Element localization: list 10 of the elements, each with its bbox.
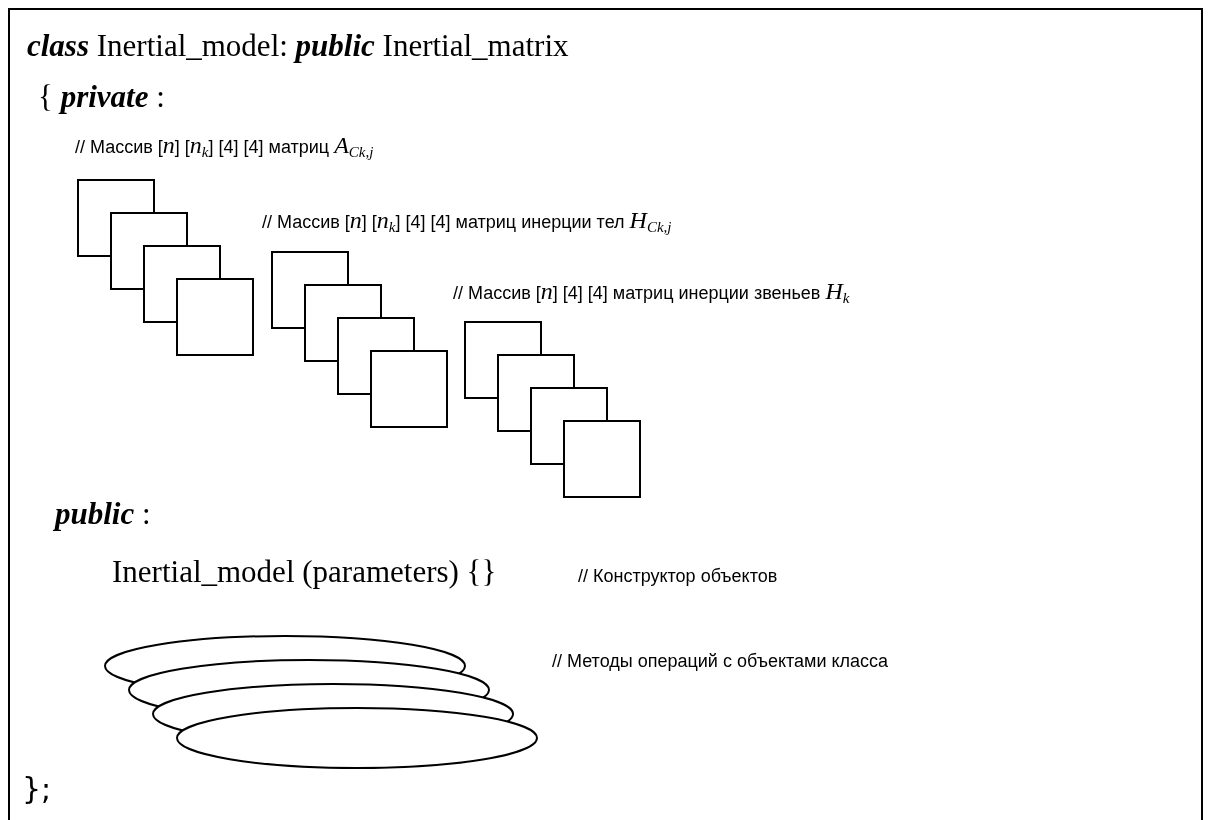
code-comment: // Конструктор объектов bbox=[578, 565, 778, 588]
code-comment: // Массив [n] [n$_{k}$] [4] [4] матриц инерции тел H$_{Ck,j}$ bbox=[262, 206, 672, 235]
code-comment: // Массив [n] [n$_{k}$] [4] [4] матриц A$_{Ck,j}$ bbox=[75, 131, 374, 160]
code-comment: // Методы операций с объектами класса bbox=[552, 650, 889, 673]
access-specifier: { private : bbox=[38, 78, 165, 116]
access-specifier: public : bbox=[55, 495, 151, 533]
closing-brace: }; bbox=[22, 770, 52, 808]
class-declaration: class Inertial_model: public Inertial_matrix bbox=[27, 27, 569, 65]
code-comment: // Массив [n] [4] [4] матриц инерции звеньев H$_{k}$ bbox=[453, 277, 850, 306]
constructor-declaration: Inertial_model (parameters) {} bbox=[112, 553, 497, 591]
